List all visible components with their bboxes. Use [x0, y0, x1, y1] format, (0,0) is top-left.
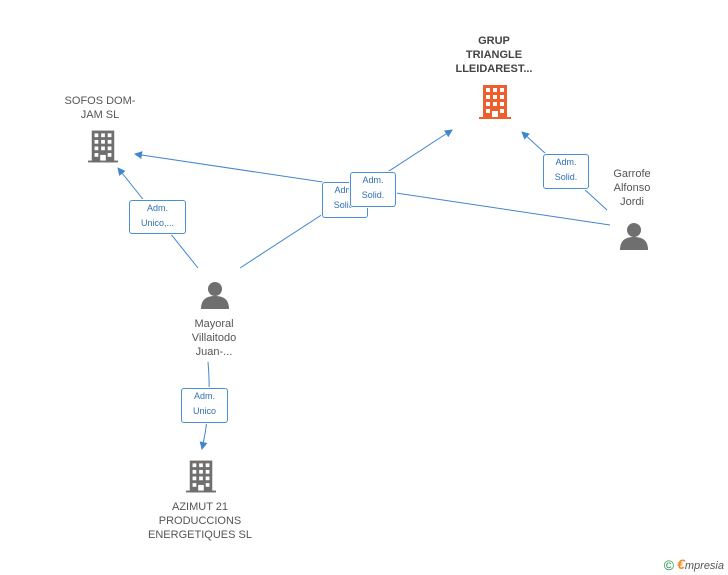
edge-label-mayoral-azimut[interactable]: Adm. Unico	[181, 388, 228, 423]
person-icon[interactable]	[619, 222, 649, 250]
building-icon[interactable]	[479, 85, 511, 119]
empresia-logo-text: mpresia	[684, 560, 724, 572]
node-label-mayoral: Mayoral Villaitodo Juan-...	[191, 318, 237, 358]
building-icon[interactable]	[186, 460, 216, 493]
node-label-azimut: AZIMUT 21 PRODUCCIONS ENERGETIQUES SL	[148, 501, 252, 541]
building-icon[interactable]	[88, 130, 118, 163]
empresia-watermark: © €mpresia	[664, 556, 724, 573]
empresia-logo-initial: €	[677, 556, 685, 572]
node-label-sofos-dom-jam: SOFOS DOM- JAM SL	[64, 95, 136, 121]
edge-label-garrofe-sofos[interactable]: Adm. Solid.	[350, 172, 396, 207]
edge-label-mayoral-sofos[interactable]: Adm. Unico,...	[129, 200, 186, 234]
node-label-grup-triangle: GRUP TRIANGLE LLEIDAREST...	[455, 35, 533, 75]
edge-label-garrofe-grup[interactable]: Adm. Solid.	[543, 154, 589, 189]
copyright-symbol: ©	[663, 557, 675, 573]
node-label-garrofe: Garrofe Alfonso Jordi	[613, 168, 651, 208]
person-icon[interactable]	[200, 281, 230, 309]
